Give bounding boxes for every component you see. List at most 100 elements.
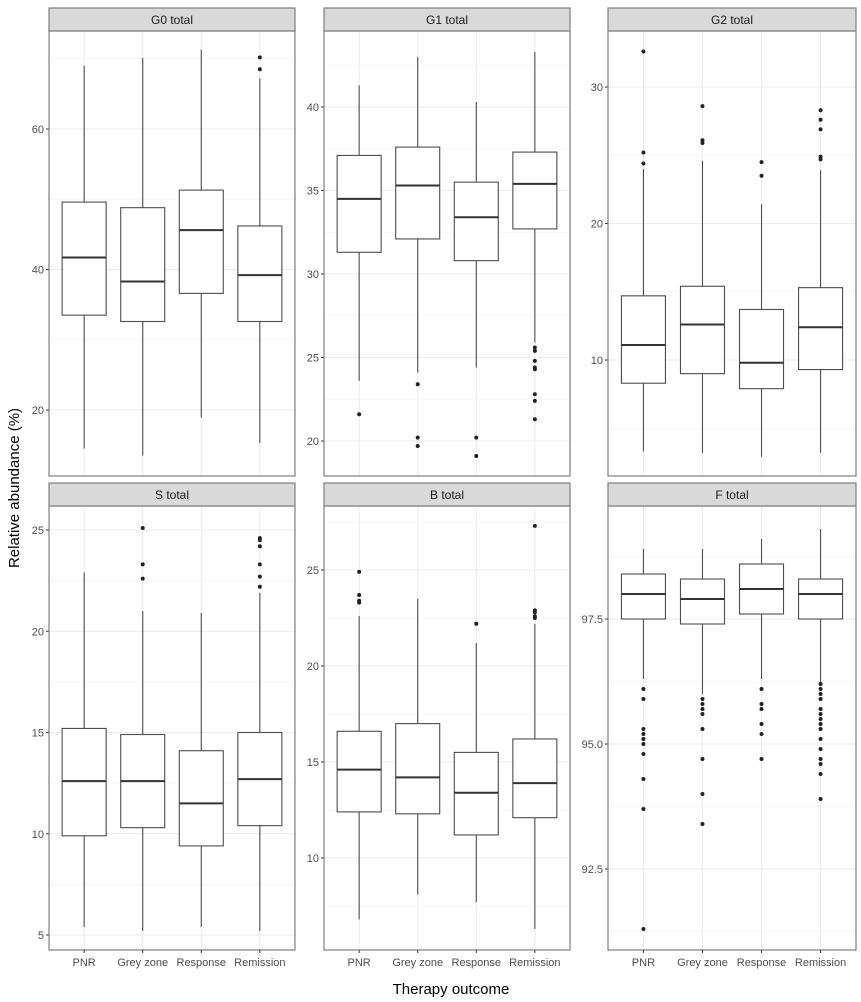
y-tick-label: 25 xyxy=(32,525,44,537)
y-tick-label: 15 xyxy=(32,728,44,740)
y-tick-label: 20 xyxy=(32,405,44,417)
plot-background xyxy=(324,31,570,476)
outlier-point xyxy=(140,562,145,567)
x-tick-label: PNR xyxy=(73,957,96,969)
y-tick-label: 10 xyxy=(307,853,319,865)
box-remission xyxy=(512,523,558,930)
outlier-point xyxy=(818,757,823,761)
iqr-box xyxy=(178,750,224,847)
outlier-point xyxy=(357,592,362,597)
plot-background xyxy=(324,506,570,950)
box-grey-zone xyxy=(395,56,441,449)
outlier-point xyxy=(357,600,362,605)
outlier-point xyxy=(532,616,537,620)
outlier-point xyxy=(257,562,262,567)
y-tick-label: 40 xyxy=(307,102,319,114)
iqr-box xyxy=(336,154,382,253)
y-tick-label: 10 xyxy=(32,829,44,841)
outlier-point xyxy=(759,757,764,761)
box-remission xyxy=(798,108,844,453)
iqr-box xyxy=(237,225,283,323)
outlier-point xyxy=(818,707,823,711)
y-tick-label: 10 xyxy=(591,355,603,367)
outlier-point xyxy=(818,687,823,691)
iqr-box xyxy=(512,151,558,230)
outlier-point xyxy=(415,444,420,449)
facet-strip xyxy=(48,482,296,507)
outlier-point xyxy=(641,737,646,741)
x-axis-title: Therapy outcome xyxy=(393,981,510,998)
x-tick-label: Grey zone xyxy=(392,957,443,969)
outlier-point xyxy=(532,523,537,528)
facet-strip-label: B total xyxy=(430,488,464,502)
iqr-box xyxy=(453,181,499,262)
outlier-point xyxy=(818,797,823,801)
iqr-box xyxy=(120,207,166,323)
outlier-point xyxy=(818,722,823,726)
box-grey-zone xyxy=(395,598,441,895)
outlier-point xyxy=(818,697,823,701)
outlier-point xyxy=(700,702,705,706)
iqr-box xyxy=(738,308,785,390)
box-grey-zone xyxy=(120,525,166,931)
x-tick-label: Response xyxy=(452,957,502,969)
x-tick-label: PNR xyxy=(632,957,655,969)
box-remission xyxy=(237,55,283,444)
y-tick-label: 20 xyxy=(591,219,603,231)
iqr-box xyxy=(395,146,441,240)
facet-strip-label: G2 total xyxy=(711,13,753,27)
outlier-point xyxy=(140,576,145,581)
box-pnr xyxy=(336,569,382,920)
iqr-box xyxy=(679,578,726,625)
outlier-point xyxy=(357,569,362,574)
outlier-point xyxy=(700,792,705,796)
facet-strip xyxy=(323,482,571,507)
outlier-point xyxy=(140,525,145,530)
y-tick-label: 5 xyxy=(38,930,44,942)
outlier-point xyxy=(759,722,764,726)
outlier-point xyxy=(357,412,362,417)
iqr-box xyxy=(512,738,558,819)
outlier-point xyxy=(818,737,823,741)
box-pnr xyxy=(61,572,107,927)
facet-strip-label: G1 total xyxy=(426,13,468,27)
facet-strip-label: F total xyxy=(715,488,748,502)
y-tick-label: 30 xyxy=(307,269,319,281)
iqr-box xyxy=(61,201,107,316)
iqr-box xyxy=(395,723,441,815)
box-response xyxy=(738,539,785,761)
y-tick-label: 35 xyxy=(307,186,319,198)
outlier-point xyxy=(818,682,823,686)
outlier-point xyxy=(759,702,764,706)
y-tick-label: 25 xyxy=(307,565,319,577)
facet-strip xyxy=(48,7,296,32)
outlier-point xyxy=(641,727,646,731)
outlier-point xyxy=(759,687,764,691)
y-tick-label: 20 xyxy=(307,661,319,673)
x-tick-label: PNR xyxy=(348,957,371,969)
iqr-box xyxy=(620,295,666,384)
outlier-point xyxy=(641,150,646,155)
box-remission xyxy=(798,529,844,801)
outlier-point xyxy=(818,772,823,776)
box-remission xyxy=(237,536,283,931)
facet-strip xyxy=(607,482,857,507)
outlier-point xyxy=(474,435,479,440)
outlier-point xyxy=(532,358,537,363)
box-response xyxy=(453,101,499,459)
y-tick-label: 97.5 xyxy=(582,614,603,626)
outlier-point xyxy=(641,732,646,736)
outlier-point xyxy=(641,752,646,756)
x-tick-label: Remission xyxy=(234,957,285,969)
outlier-point xyxy=(818,762,823,766)
box-remission xyxy=(512,51,558,422)
box-grey-zone xyxy=(120,58,166,456)
x-tick-label: Response xyxy=(737,957,787,969)
outlier-point xyxy=(257,584,262,589)
plot-background xyxy=(608,31,856,476)
box-response xyxy=(453,621,499,903)
box-response xyxy=(178,613,224,927)
outlier-point xyxy=(641,927,646,931)
